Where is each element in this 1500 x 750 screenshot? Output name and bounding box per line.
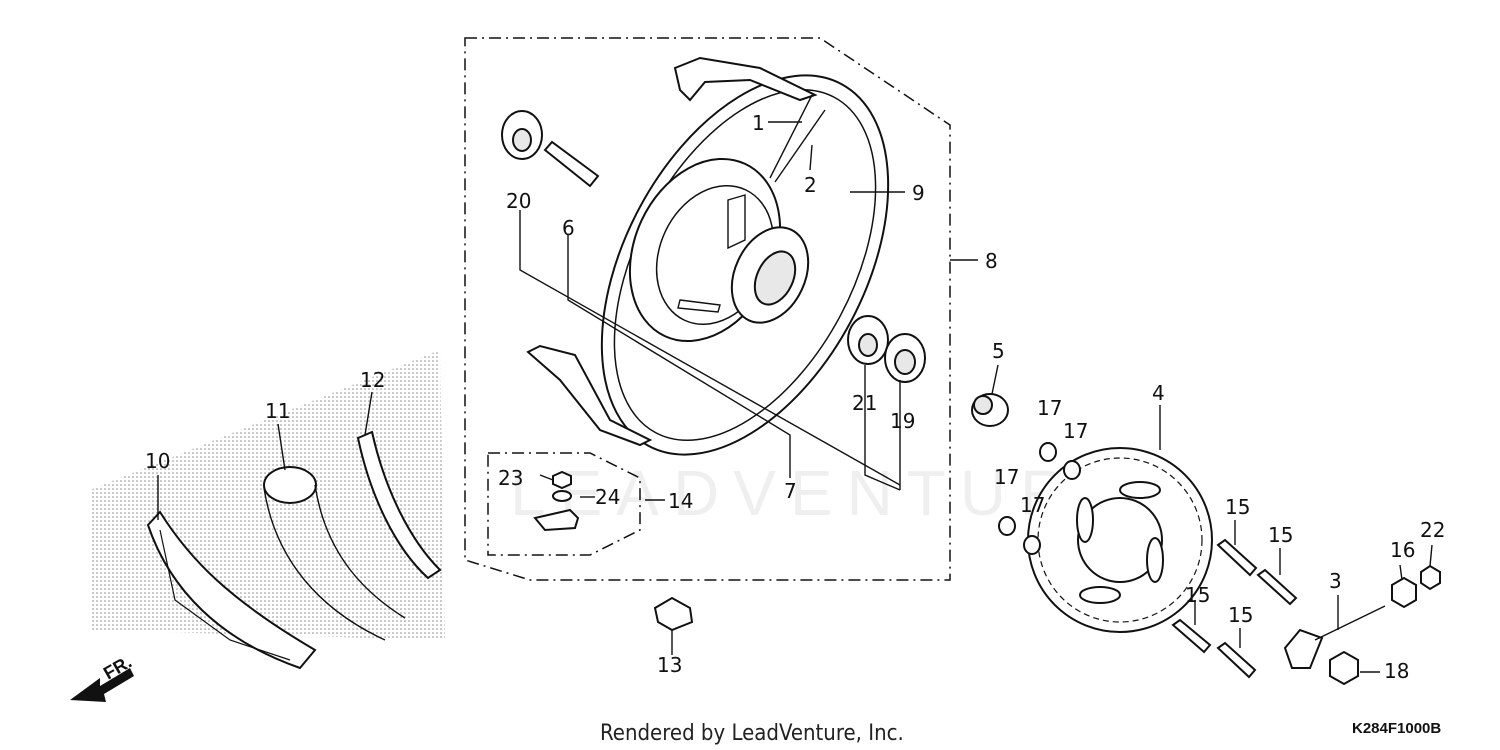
bolts-15 — [1171, 538, 1298, 679]
tire-10 — [146, 510, 317, 670]
callout-5: 5 — [992, 339, 1005, 363]
nuts-17 — [998, 442, 1081, 555]
callout-11: 11 — [265, 399, 290, 423]
callout-3: 3 — [1329, 569, 1342, 593]
nut-16 — [1391, 576, 1417, 609]
sprocket-4 — [1027, 447, 1213, 633]
leader-lines — [157, 121, 1433, 673]
callout-21: 21 — [852, 391, 877, 415]
callout-14: 14 — [668, 489, 693, 513]
seal-19 — [884, 333, 926, 383]
nut-18 — [1329, 650, 1359, 686]
callout-8: 8 — [985, 249, 998, 273]
callout-18: 18 — [1384, 659, 1409, 683]
callout-15-a: 15 — [1225, 495, 1250, 519]
callout-17-b: 17 — [1063, 419, 1088, 443]
credit-text: Rendered by LeadVenture, Inc. — [600, 721, 904, 746]
callout-20: 20 — [506, 189, 531, 213]
washer-24 — [552, 490, 572, 502]
callout-17-c: 17 — [994, 465, 1019, 489]
callouts: 1 2 9 8 20 6 21 19 7 23 24 14 13 5 4 17 … — [145, 111, 1445, 683]
callout-15-c: 15 — [1185, 583, 1210, 607]
callout-22: 22 — [1420, 518, 1445, 542]
callout-16: 16 — [1390, 538, 1415, 562]
callout-4: 4 — [1152, 381, 1165, 405]
callout-2: 2 — [804, 173, 817, 197]
callout-9: 9 — [912, 181, 925, 205]
callout-24: 24 — [595, 485, 620, 509]
valve-cap-13 — [653, 596, 694, 632]
callout-15-d: 15 — [1228, 603, 1253, 627]
watermark-text: LEADVENTURE — [510, 457, 1137, 529]
callout-23: 23 — [498, 466, 523, 490]
kit-14-boundary — [487, 452, 641, 556]
bearing-21 — [847, 315, 889, 365]
spoke-1 — [769, 94, 813, 179]
callout-10: 10 — [145, 449, 170, 473]
callout-19: 19 — [890, 409, 915, 433]
damper-5 — [971, 393, 1009, 427]
bearing-20 — [501, 110, 543, 160]
nut-23 — [552, 470, 572, 490]
spacer-6 — [543, 140, 600, 188]
callout-6: 6 — [562, 216, 575, 240]
callout-12: 12 — [360, 368, 385, 392]
spoke-2 — [774, 109, 826, 183]
callout-15-b: 15 — [1268, 523, 1293, 547]
rim-lock — [533, 508, 580, 532]
hub — [628, 157, 810, 343]
chain-adjuster-3 — [1283, 605, 1386, 669]
callout-13: 13 — [657, 653, 682, 677]
wheel-assembly-boundary — [464, 37, 951, 581]
diagram-code: K284F1000B — [1352, 720, 1441, 737]
callout-17-d: 17 — [1020, 493, 1045, 517]
rim-band-bottom — [526, 344, 653, 447]
rim-band-top — [673, 56, 818, 102]
callout-1: 1 — [752, 111, 765, 135]
front-direction-label: FR. — [100, 652, 135, 684]
callout-7: 7 — [784, 479, 797, 503]
rim-band-12 — [356, 430, 442, 580]
front-direction-arrow: FR. — [70, 652, 135, 702]
cap-22 — [1420, 564, 1441, 591]
callout-17-a: 17 — [1037, 396, 1062, 420]
tube-11 — [263, 466, 406, 641]
